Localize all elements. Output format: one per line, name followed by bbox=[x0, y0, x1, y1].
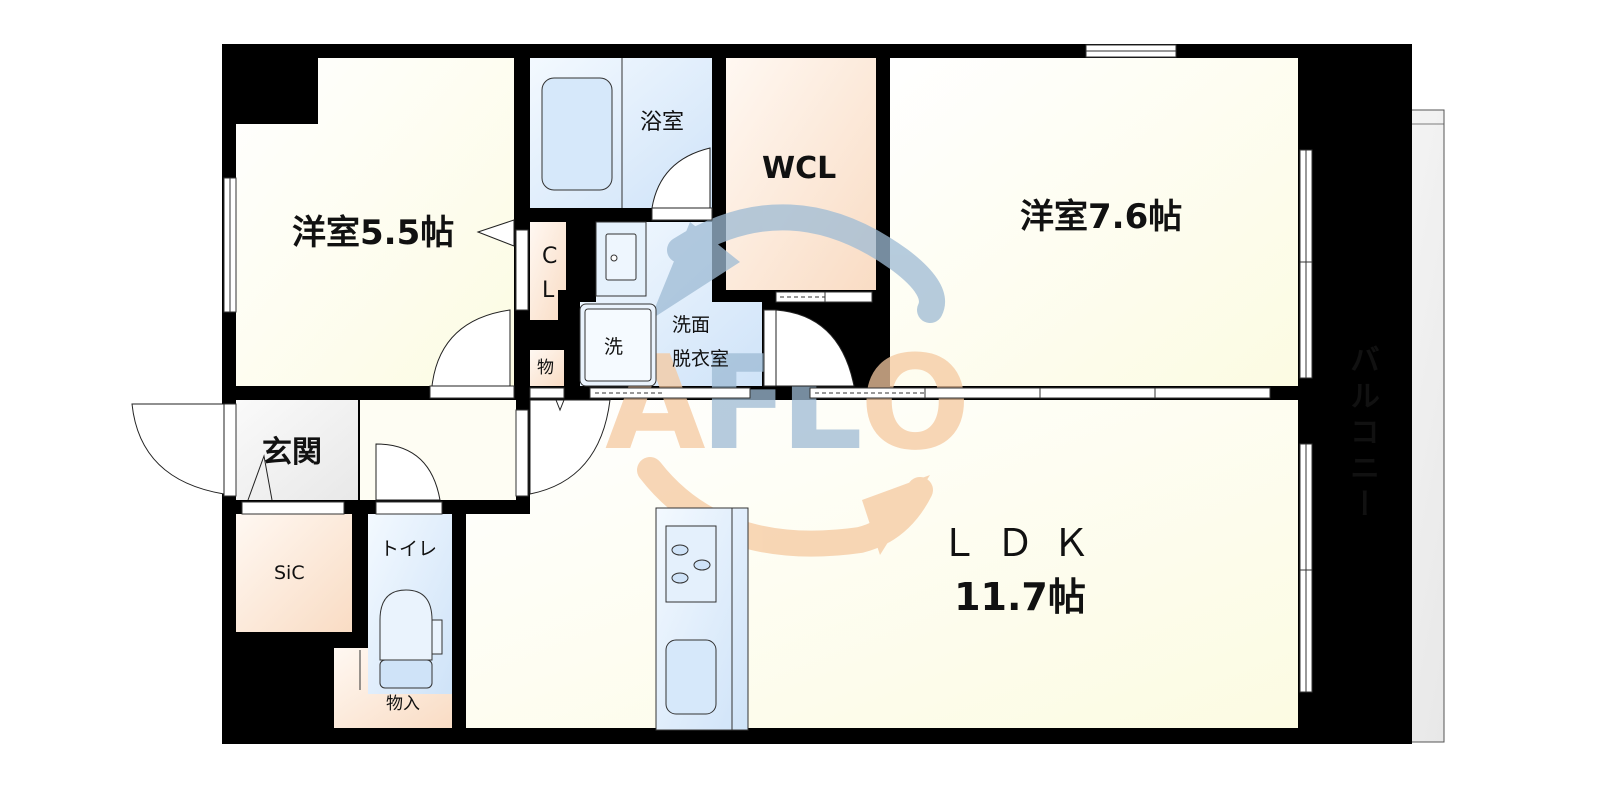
room-label-washroom-line2: 脱衣室 bbox=[672, 348, 730, 370]
kitchen-sink bbox=[665, 639, 717, 715]
washer-label: 洗 bbox=[604, 336, 624, 358]
room-label-washroom-line1: 洗面 bbox=[672, 314, 711, 336]
windows bbox=[223, 44, 1313, 693]
room-label-wcl: WCL bbox=[762, 151, 837, 186]
ldk-label-line1: ＬＤＫ bbox=[940, 521, 1109, 565]
svg-text:O: O bbox=[860, 327, 971, 479]
room-label-closet-l: L bbox=[542, 278, 555, 303]
room-label-balcony: バルコニー bbox=[1344, 344, 1379, 524]
room-label-entrance: 玄関 bbox=[262, 435, 322, 470]
ldk-label-line2: 11.7帖 bbox=[954, 575, 1086, 619]
room-label-toilet: トイレ bbox=[380, 538, 438, 560]
watermark-aflo: A F L O bbox=[605, 204, 971, 557]
room-label-ldk: ＬＤＫ 11.7帖 bbox=[940, 524, 1100, 616]
door-swings bbox=[131, 147, 855, 501]
room-label-closet-c: C bbox=[542, 244, 558, 269]
room-label-western-7-6: 洋室7.6帖 bbox=[1020, 197, 1183, 237]
room-label-small-storage: 物 bbox=[537, 358, 554, 378]
room-label-bathroom: 浴室 bbox=[640, 110, 685, 135]
room-label-shoe-closet: SiC bbox=[274, 562, 305, 584]
room-label-western-5-5: 洋室5.5帖 bbox=[292, 213, 455, 253]
sliding-doors bbox=[223, 207, 1271, 515]
room-label-toilet-storage: 物入 bbox=[386, 694, 420, 714]
fixtures bbox=[359, 58, 749, 731]
toilet-bowl bbox=[379, 589, 433, 661]
bathtub bbox=[541, 77, 613, 191]
